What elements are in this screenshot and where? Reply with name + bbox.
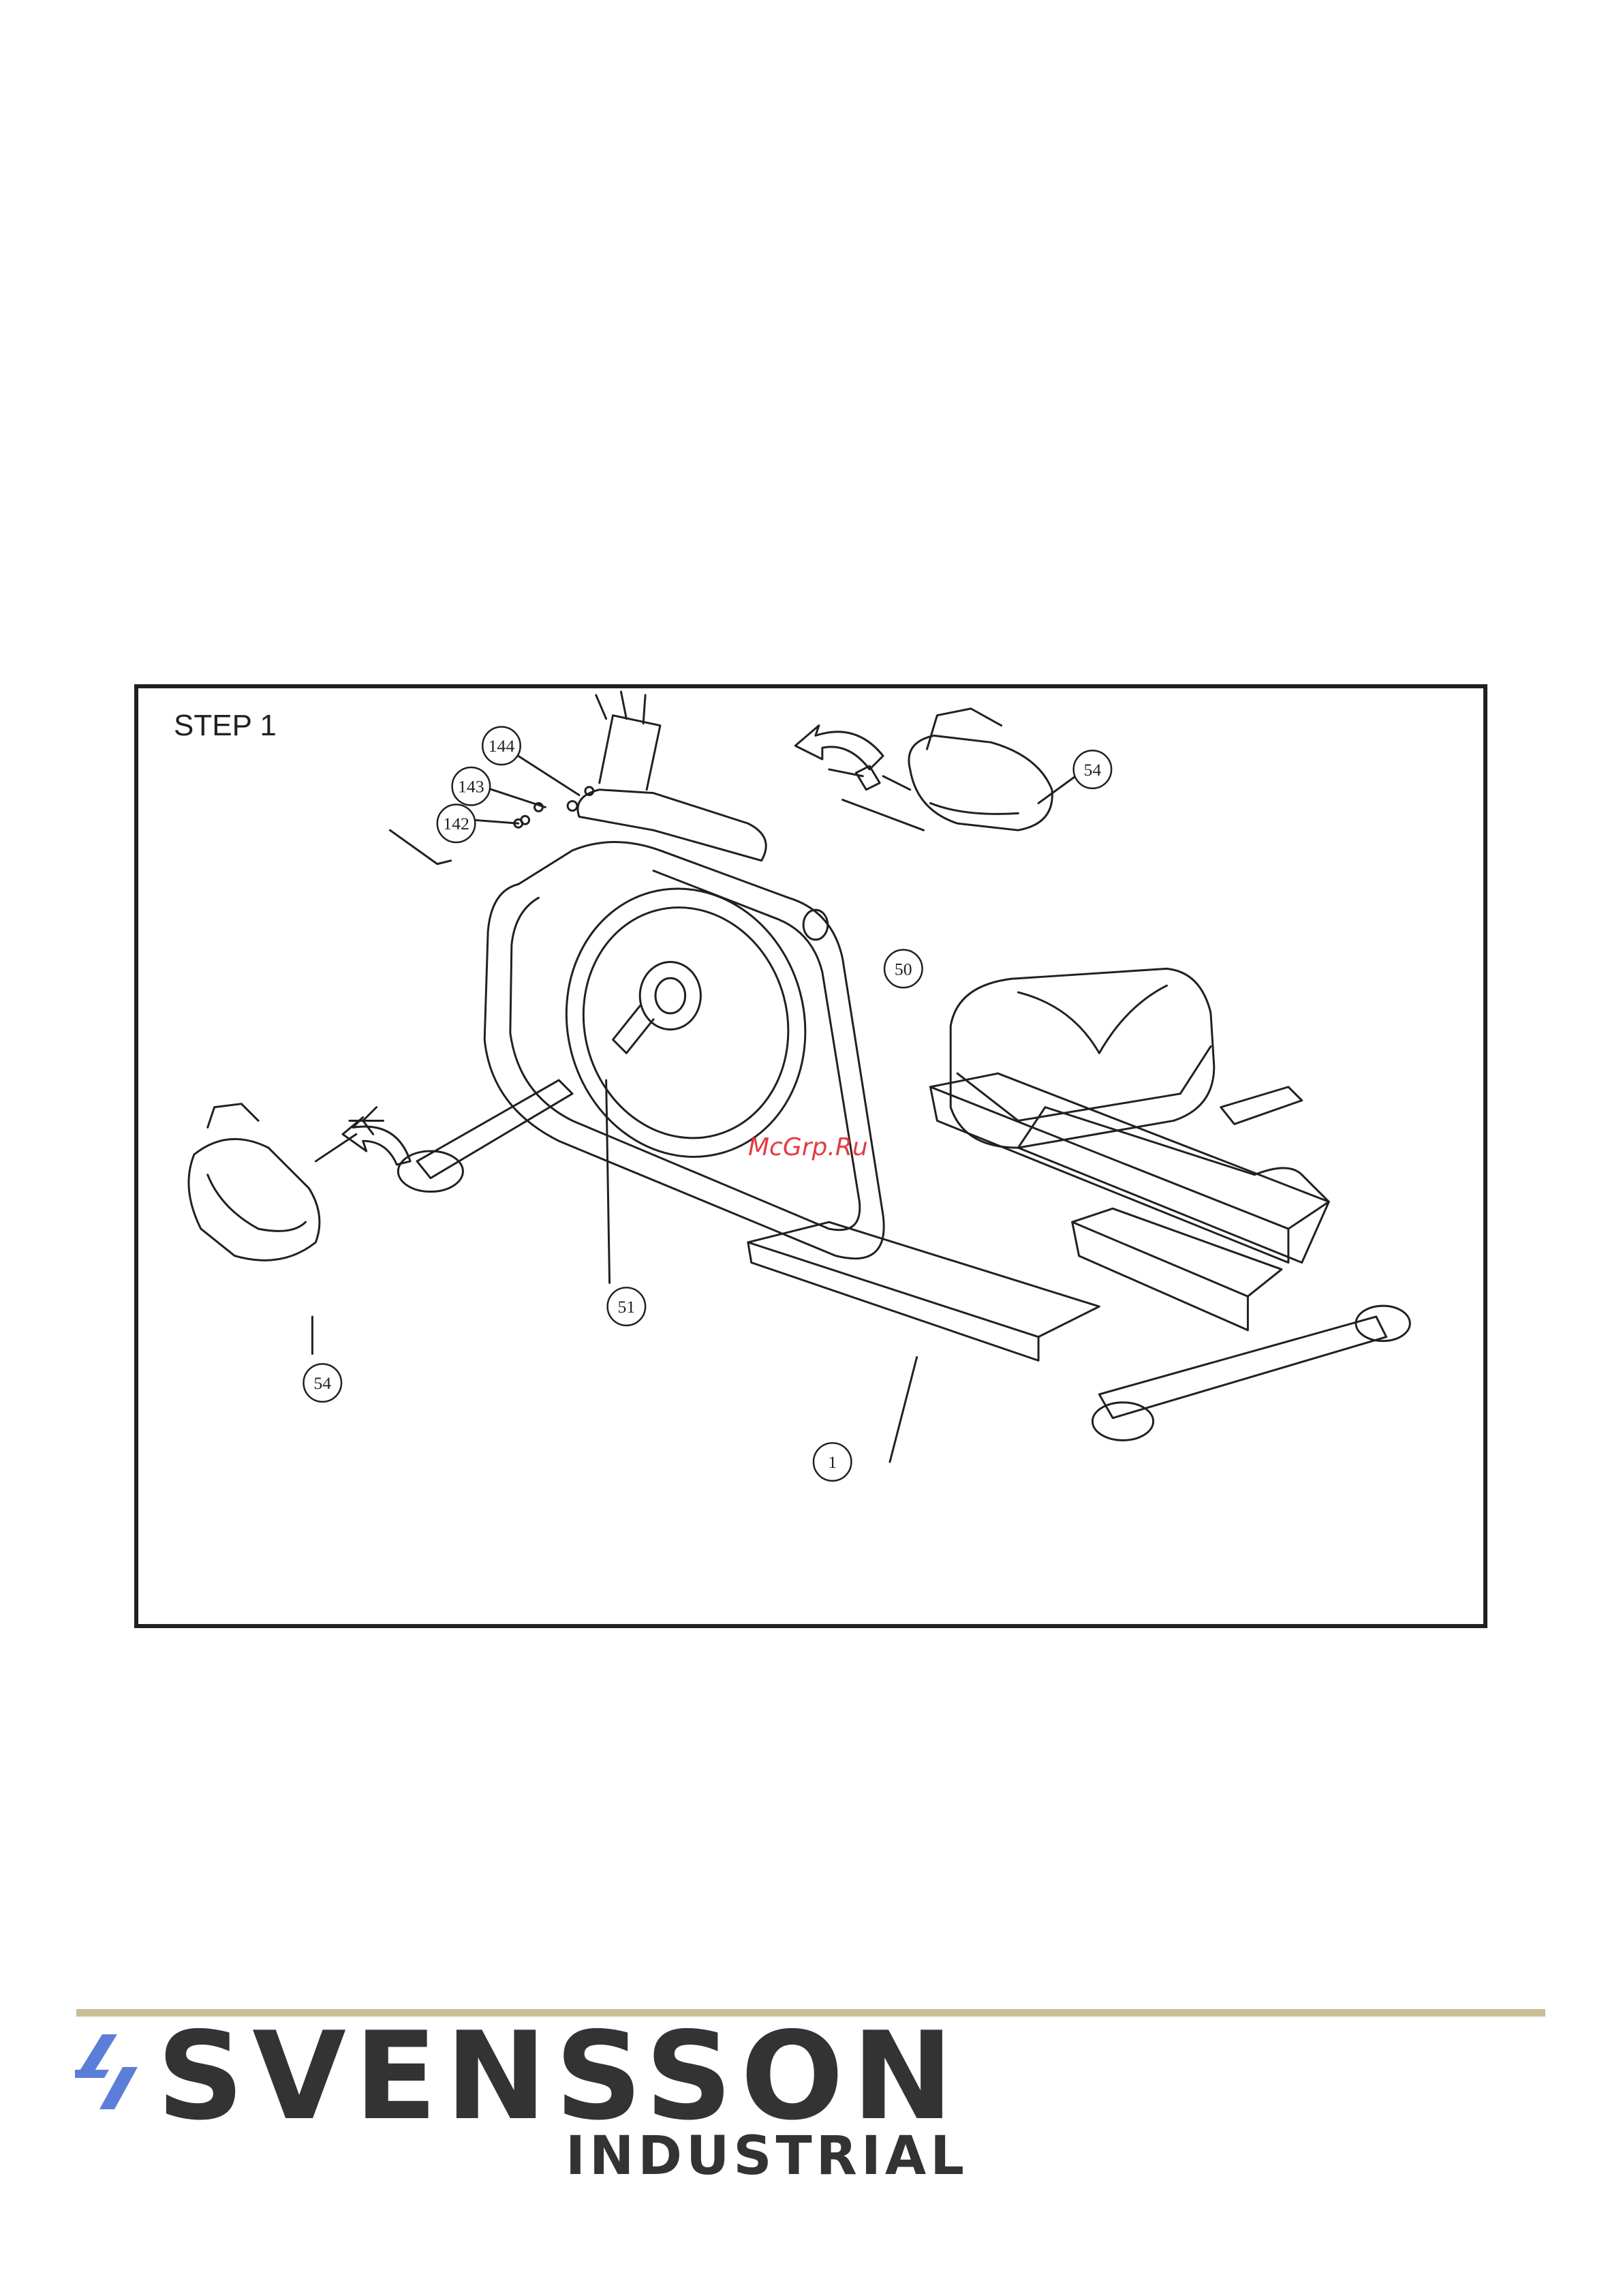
svg-text:142: 142 (443, 814, 469, 833)
callout-1: 1 (814, 1443, 852, 1481)
svg-text:54: 54 (313, 1373, 331, 1393)
callout-144: 144 (482, 727, 521, 765)
svg-text:143: 143 (458, 777, 484, 797)
pedal-left (189, 1139, 320, 1260)
callout-51: 51 (608, 1287, 646, 1326)
callout-54-right: 54 (1074, 750, 1112, 789)
svg-text:144: 144 (489, 736, 515, 756)
rotation-arrow-right (795, 726, 883, 769)
rear-stabilizer (1099, 1317, 1386, 1418)
seat-cushion (950, 968, 1214, 1148)
flywheel-housing (484, 842, 884, 1259)
seat-rail (930, 1073, 1329, 1229)
pedal-right (909, 735, 1052, 830)
svensson-logo-icon (75, 2034, 143, 2113)
watermark: McGrp.Ru (748, 1133, 868, 1161)
console-mast (600, 716, 660, 790)
front-stabilizer (417, 1080, 572, 1178)
callout-142: 142 (437, 805, 476, 843)
brand-subtitle: INDUSTRIAL (566, 2130, 968, 2183)
callout-143: 143 (452, 767, 491, 806)
svg-text:54: 54 (1084, 760, 1102, 780)
seat-base (1018, 1107, 1329, 1263)
svg-text:1: 1 (828, 1452, 837, 1472)
callout-50: 50 (884, 950, 923, 988)
callout-54-left: 54 (304, 1364, 342, 1402)
svg-text:51: 51 (617, 1297, 635, 1317)
svg-text:50: 50 (895, 959, 912, 979)
rotation-arrow-left (343, 1117, 410, 1164)
brand-name: SVENSSON (157, 2016, 961, 2137)
